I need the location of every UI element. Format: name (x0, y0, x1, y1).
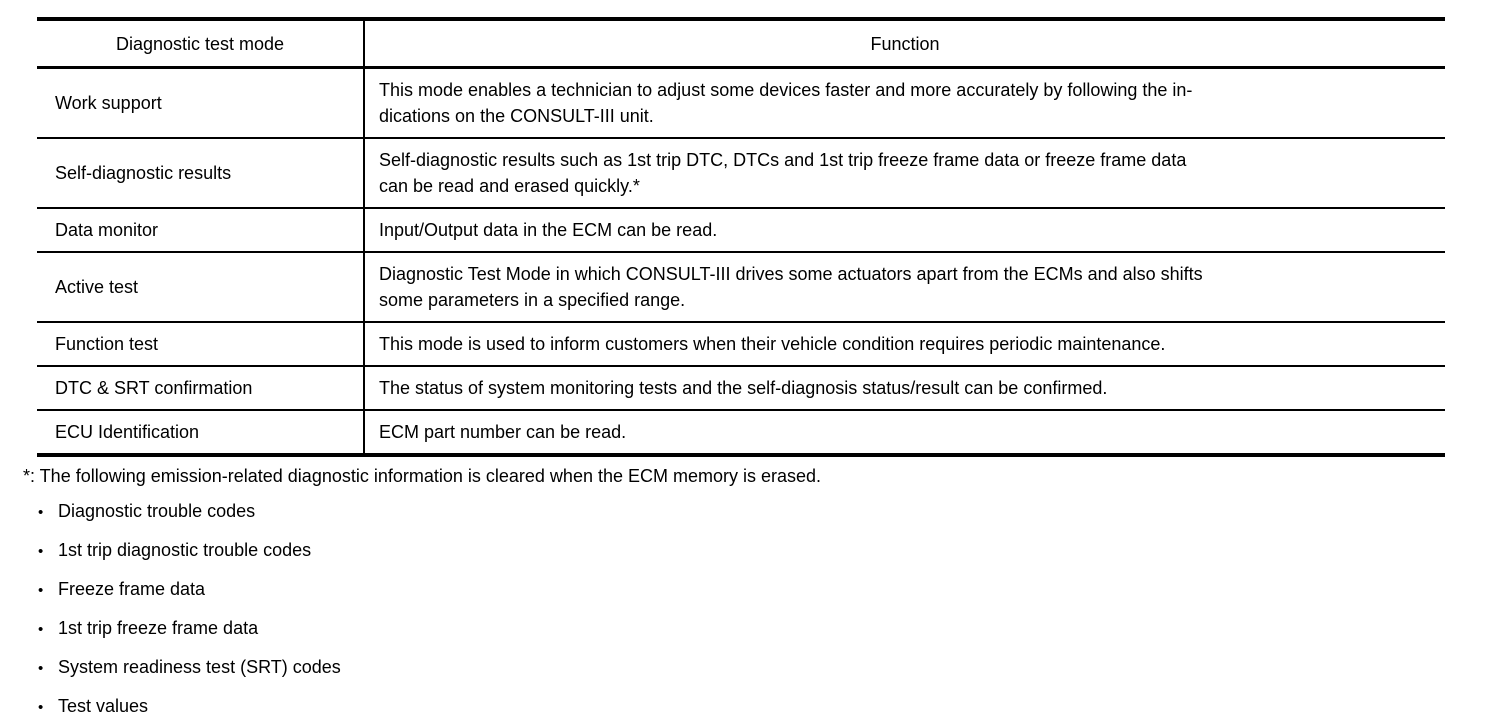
diagnostic-test-mode-table: Diagnostic test mode Function Work suppo… (37, 17, 1445, 457)
mode-cell: Data monitor (55, 220, 159, 240)
footnote: *: The following emission-related diagno… (23, 466, 822, 486)
bullet-icon: • (38, 699, 44, 714)
bullet-icon: • (38, 621, 44, 638)
list-item: • Test values (38, 693, 1438, 714)
list-item-label: Freeze frame data (58, 579, 206, 599)
table-row-data-monitor: Data monitor Input/Output data in the EC… (37, 209, 1445, 253)
bullet-icon: • (38, 504, 44, 521)
bullet-list: • Diagnostic trouble codes • 1st trip di… (38, 498, 1438, 714)
mode-cell: DTC & SRT confirmation (55, 378, 253, 398)
function-cell: Self-diagnostic results such as 1st trip… (363, 139, 1445, 207)
bullet-icon: • (38, 660, 44, 677)
list-item-label: 1st trip freeze frame data (58, 618, 259, 638)
function-cell: Diagnostic Test Mode in which CONSULT-II… (363, 253, 1445, 321)
list-item: • System readiness test (SRT) codes (38, 654, 1438, 682)
table-row-dtc-srt-confirmation: DTC & SRT confirmation The status of sys… (37, 367, 1445, 411)
mode-cell: Work support (55, 93, 162, 113)
list-item-label: System readiness test (SRT) codes (58, 657, 341, 677)
bullet-icon: • (38, 543, 44, 560)
list-item-label: 1st trip diagnostic trouble codes (58, 540, 312, 560)
list-item: • Diagnostic trouble codes (38, 498, 1438, 526)
mode-cell: Self-diagnostic results (55, 163, 232, 183)
list-item-label: Diagnostic trouble codes (58, 501, 256, 521)
function-cell: Input/Output data in the ECM can be read… (363, 209, 1445, 251)
table-row-work-support: Work support This mode enables a technic… (37, 69, 1445, 139)
column-header-function: Function (363, 21, 1445, 66)
table-row-function-test: Function test This mode is used to infor… (37, 323, 1445, 367)
table-row-ecu-identification: ECU Identification ECM part number can b… (37, 411, 1445, 453)
mode-cell: ECU Identification (55, 422, 200, 442)
bullet-icon: • (38, 582, 44, 599)
table-header-row: Diagnostic test mode Function (37, 21, 1445, 69)
function-cell: This mode is used to inform customers wh… (363, 323, 1445, 365)
function-cell: ECM part number can be read. (363, 411, 1445, 453)
mode-cell: Function test (55, 334, 159, 354)
list-item: • 1st trip freeze frame data (38, 615, 1438, 643)
list-item-label: Test values (58, 696, 149, 714)
function-cell: The status of system monitoring tests an… (363, 367, 1445, 409)
table-row-active-test: Active test Diagnostic Test Mode in whic… (37, 253, 1445, 323)
column-header-diagnostic-test-mode: Diagnostic test mode (115, 33, 285, 54)
list-item: • 1st trip diagnostic trouble codes (38, 537, 1438, 565)
table-row-self-diagnostic-results: Self-diagnostic results Self-diagnostic … (37, 139, 1445, 209)
function-cell: This mode enables a technician to adjust… (363, 69, 1445, 137)
mode-cell: Active test (55, 277, 139, 297)
list-item: • Freeze frame data (38, 576, 1438, 604)
